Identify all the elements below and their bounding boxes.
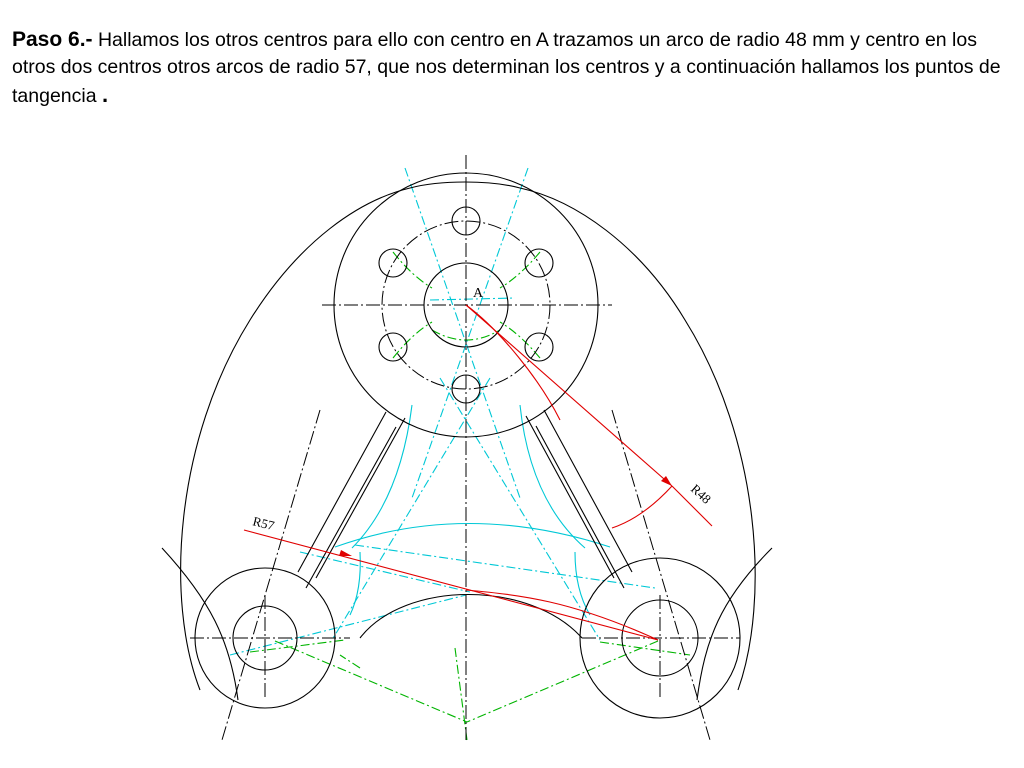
bolt-hole: [378, 332, 408, 362]
bolt-circle: [381, 220, 551, 390]
outer-contour: [359, 594, 583, 639]
bolt-hole: [378, 248, 408, 278]
hub-inner-circle: [423, 262, 509, 348]
left-boss-outer: [194, 567, 336, 709]
r48-label: R48: [688, 481, 714, 507]
step-description: Hallamos los otros centros para ello con…: [12, 29, 1001, 107]
dimension-r57: [243, 529, 659, 641]
center-lines: [190, 155, 740, 741]
cyan-construction-lines: [229, 167, 656, 656]
left-boss-inner: [232, 605, 298, 671]
r57-label: R57: [251, 513, 276, 533]
step-title: Paso 6.-: [12, 28, 93, 51]
hub-outer-circle: [333, 172, 599, 438]
bolt-hole: [451, 374, 481, 404]
right-boss-outer: [579, 557, 741, 719]
r48-arrowhead: [661, 476, 672, 486]
right-arm: [525, 409, 633, 589]
bolt-hole: [524, 248, 554, 278]
point-a-label: A: [473, 286, 484, 301]
outline: [161, 172, 773, 719]
left-arm: [297, 411, 406, 589]
caption: Paso 6.- Hallamos los otros centros para…: [12, 26, 1017, 110]
right-boss-inner: [621, 599, 699, 677]
bolt-hole: [451, 206, 481, 236]
green-construction-lines: [249, 251, 691, 741]
r57-arrowhead: [339, 550, 352, 556]
step-end-mark: .: [102, 82, 109, 107]
dimension-r48: [465, 304, 713, 529]
bolt-hole: [524, 332, 554, 362]
